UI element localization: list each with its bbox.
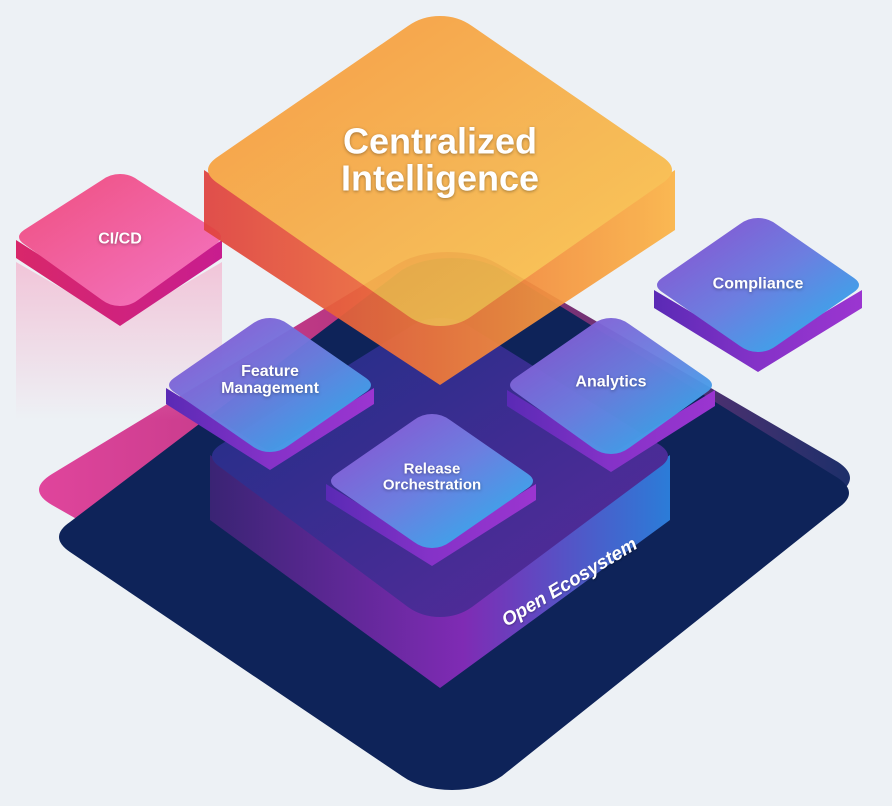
analytics-tile bbox=[507, 318, 715, 472]
cicd-tile bbox=[16, 174, 222, 326]
release-orchestration-tile bbox=[326, 414, 536, 566]
compliance-tile-top bbox=[657, 218, 859, 352]
cicd-tile-side bbox=[16, 240, 222, 326]
feature-management-label: Feature Management bbox=[221, 363, 319, 398]
cicd-reflection bbox=[16, 262, 222, 420]
feature-management-tile bbox=[166, 318, 374, 470]
compliance-tile-side bbox=[654, 290, 862, 372]
ecosystem-slab-side bbox=[210, 455, 670, 688]
analytics-label: Analytics bbox=[575, 373, 647, 391]
release-orchestration-tile-top bbox=[331, 414, 533, 548]
central-block-top bbox=[208, 16, 672, 326]
feature-label-line1: Feature bbox=[241, 363, 299, 381]
cicd-tile-top bbox=[19, 174, 221, 306]
compliance-label: Compliance bbox=[712, 275, 804, 293]
release-orchestration-label: Release Orchestration bbox=[383, 461, 481, 493]
central-intelligence-block bbox=[204, 16, 675, 385]
compliance-tile bbox=[654, 218, 862, 372]
cicd-label: CI/CD bbox=[98, 230, 142, 248]
analytics-tile-side bbox=[507, 390, 715, 472]
analytics-tile-top bbox=[510, 318, 712, 454]
feature-management-tile-side bbox=[166, 388, 374, 470]
release-label-line2: Orchestration bbox=[382, 476, 482, 493]
central-label-line1: Centralized bbox=[342, 120, 538, 162]
central-block-side bbox=[204, 170, 675, 385]
release-orchestration-tile-side bbox=[326, 484, 536, 566]
feature-management-tile-top bbox=[169, 318, 371, 452]
release-label-line1: Release bbox=[403, 460, 461, 478]
central-label-line2: Intelligence bbox=[340, 157, 540, 198]
central-intelligence-label: Centralized Intelligence bbox=[341, 123, 539, 196]
feature-label-line2: Management bbox=[221, 380, 319, 397]
